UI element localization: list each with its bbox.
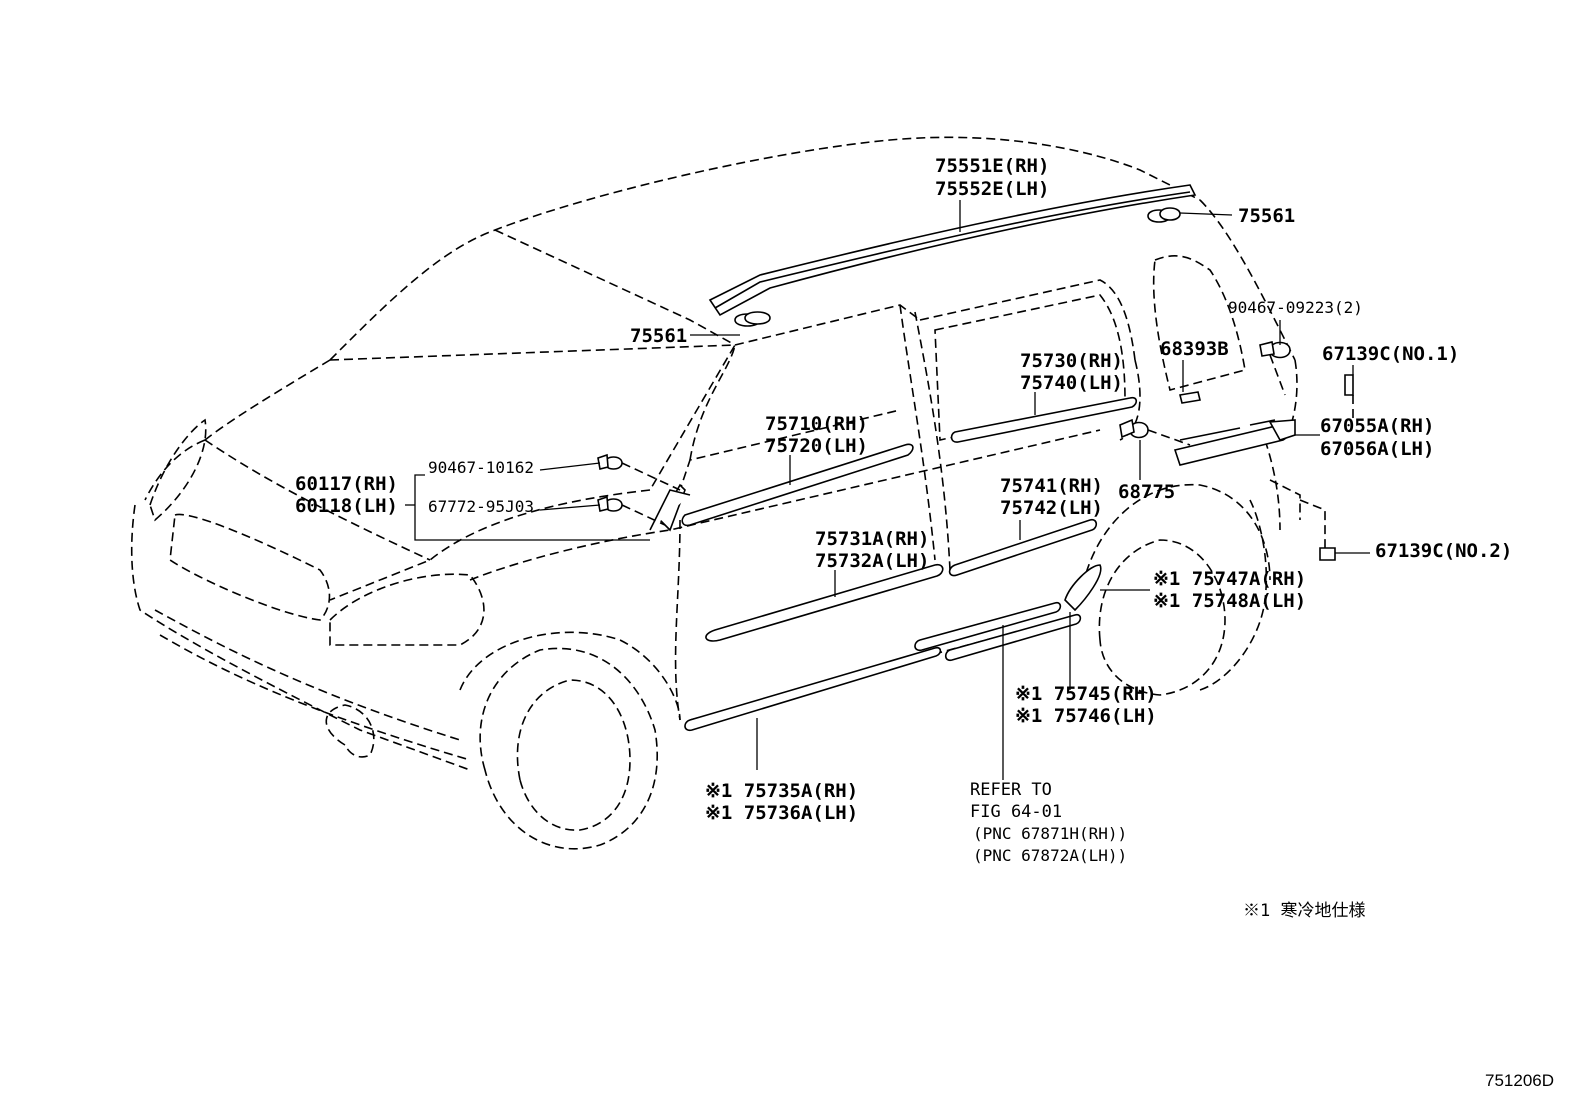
refer-line-1: REFER TO: [970, 780, 1052, 800]
label-75735A: ※1 75735A(RH): [705, 780, 858, 802]
label-90467-09223: 90467-09223(2): [1228, 298, 1363, 317]
label-67139C-no1: 67139C(NO.1): [1322, 343, 1459, 365]
label-68775: 68775: [1118, 481, 1175, 503]
label-68393B: 68393B: [1160, 338, 1229, 360]
label-75736A: ※1 75736A(LH): [705, 802, 858, 824]
label-67056A: 67056A(LH): [1320, 438, 1434, 460]
rocker-moulding-rear: [914, 601, 1062, 652]
refer-line-2: FIG 64-01: [970, 802, 1062, 822]
label-75747A: ※1 75747A(RH): [1153, 568, 1306, 590]
rocker-moulding-front: [684, 646, 942, 732]
rear-fender-garnish: [1173, 424, 1290, 466]
label-75561-front: 75561: [630, 325, 687, 347]
label-75748A: ※1 75748A(LH): [1153, 590, 1306, 612]
label-67055A: 67055A(RH): [1320, 415, 1434, 437]
rear-door-mid-moulding: [948, 518, 1098, 577]
label-75551E: 75551E(RH): [935, 155, 1049, 177]
label-75720: 75720(LH): [765, 435, 868, 457]
clip-no2: [1319, 547, 1336, 561]
label-75740: 75740(LH): [1020, 372, 1123, 394]
label-75742: 75742(LH): [1000, 497, 1103, 519]
front-door-mid-moulding: [705, 563, 944, 642]
label-75710: 75710(RH): [765, 413, 868, 435]
refer-line-4: (PNC 67872A(LH)): [973, 846, 1127, 865]
mudguard: [1064, 564, 1102, 612]
label-75732A: 75732A(LH): [815, 550, 929, 572]
roof-rack: [708, 184, 1197, 317]
labels: 75551E(RH) 75552E(LH) 75561 75561 90467-…: [295, 155, 1554, 1090]
label-75552E: 75552E(LH): [935, 178, 1049, 200]
label-75745: ※1 75745(RH): [1015, 683, 1157, 705]
label-60117: 60117(RH): [295, 473, 398, 495]
label-75561-rear: 75561: [1238, 205, 1295, 227]
footnote: ※1 寒冷地仕様: [1243, 901, 1365, 921]
refer-line-3: (PNC 67871H(RH)): [973, 824, 1127, 843]
leader-lines: [405, 200, 1370, 780]
label-75731A: 75731A(RH): [815, 528, 929, 550]
figure-number: 751206D: [1485, 1071, 1554, 1090]
front-door-upper-moulding: [681, 443, 914, 527]
screw-90467-09223: [1269, 341, 1291, 359]
label-75741: 75741(RH): [1000, 475, 1103, 497]
label-67139C-no2: 67139C(NO.2): [1375, 540, 1512, 562]
rear-door-upper-moulding: [950, 396, 1138, 443]
label-60118: 60118(LH): [295, 495, 398, 517]
clip-no1: [1344, 374, 1354, 396]
label-67772-95J03: 67772-95J03: [428, 497, 534, 516]
label-90467-10162: 90467-10162: [428, 458, 534, 477]
parts: [597, 184, 1354, 732]
label-75730: 75730(RH): [1020, 350, 1123, 372]
part-68393B: [1179, 391, 1201, 404]
label-75746: ※1 75746(LH): [1015, 705, 1157, 727]
